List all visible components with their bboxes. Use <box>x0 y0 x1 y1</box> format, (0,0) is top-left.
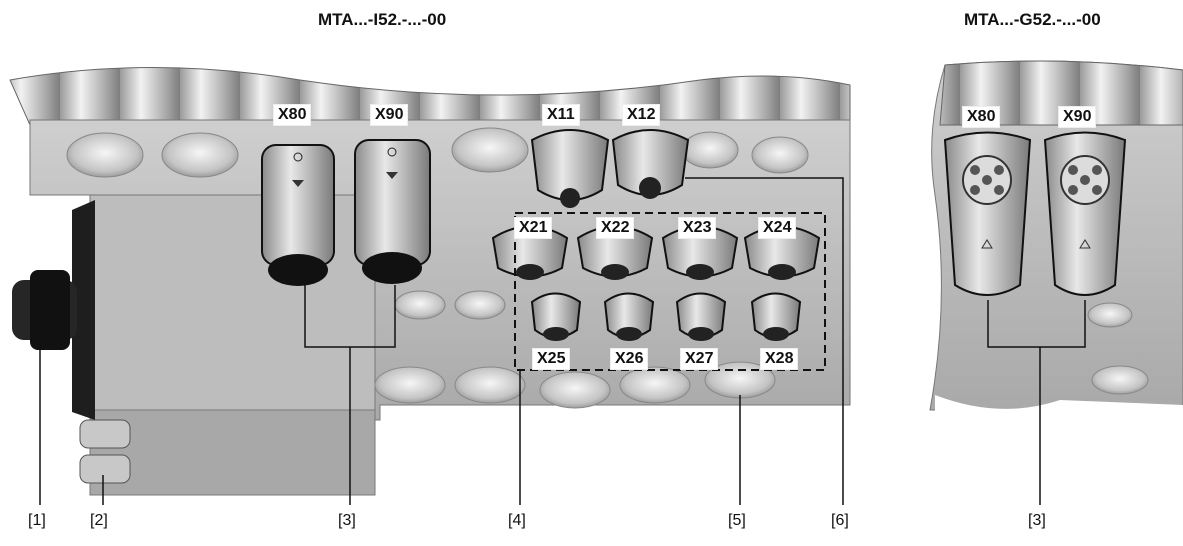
ref-1: [1] <box>28 512 46 530</box>
ref-6: [6] <box>831 512 849 530</box>
label-x26: X26 <box>610 348 648 370</box>
label-x23: X23 <box>678 217 716 239</box>
socket-x12 <box>613 130 688 199</box>
label-x80-right: X80 <box>962 106 1000 128</box>
label-x90-right: X90 <box>1058 106 1096 128</box>
main-switch <box>12 200 95 420</box>
label-x12: X12 <box>622 104 660 126</box>
ref-5: [5] <box>728 512 746 530</box>
label-x25: X25 <box>532 348 570 370</box>
plug-connector-x80-right <box>945 133 1030 296</box>
title-left-variant: MTA...-I52.-...-00 <box>318 10 446 30</box>
label-x22: X22 <box>596 217 634 239</box>
ref-3-right: [3] <box>1028 512 1046 530</box>
label-x28: X28 <box>760 348 798 370</box>
label-x27: X27 <box>680 348 718 370</box>
label-x80: X80 <box>273 104 311 126</box>
title-right-variant: MTA...-G52.-...-00 <box>964 10 1101 30</box>
plug-connector-x80 <box>262 145 334 286</box>
label-x21: X21 <box>514 217 552 239</box>
plug-connector-x90-right <box>1045 133 1125 296</box>
left-unit-housing <box>10 68 850 496</box>
ref-4: [4] <box>508 512 526 530</box>
label-x24: X24 <box>758 217 796 239</box>
label-x11: X11 <box>542 104 580 126</box>
ref-3: [3] <box>338 512 356 530</box>
ref-2: [2] <box>90 512 108 530</box>
label-x90: X90 <box>370 104 408 126</box>
plug-connector-x90 <box>355 140 430 284</box>
